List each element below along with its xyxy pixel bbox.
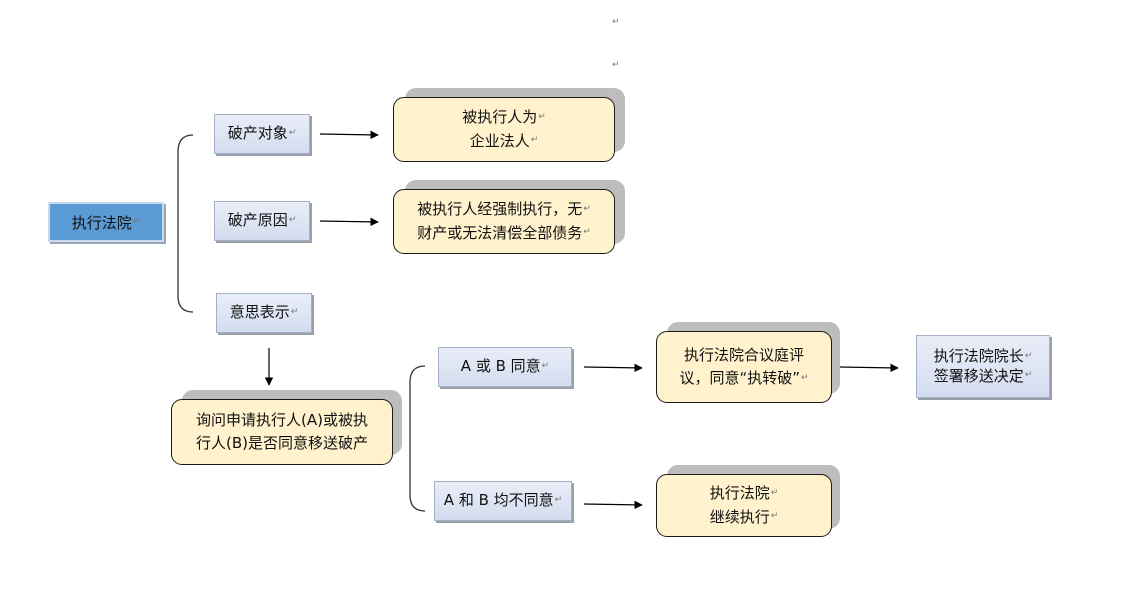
debtor-line-1: 被执行人为 — [462, 108, 538, 127]
arrow-object-to-debtor — [319, 130, 379, 140]
inquire-consent-node: 询问申请执行人(A)或被执 行人(B)是否同意移送破产 — [171, 399, 393, 465]
lower-brace — [409, 365, 426, 512]
bankruptcy-object-label: 破产对象 — [227, 124, 288, 143]
debtor-line-2: 企业法人 — [469, 131, 530, 150]
collegial-panel-node: 执行法院合议庭评 议，同意“执转破”↵ — [656, 331, 832, 403]
bankruptcy-reason-node: 破产原因↵ — [214, 201, 310, 241]
continue-line-1: 执行法院 — [709, 484, 770, 503]
arrow-reason-to-insolvent — [319, 217, 379, 227]
president-line-2: 签署移送决定 — [933, 366, 1024, 385]
left-brace — [177, 134, 194, 313]
continue-execution-node: 执行法院↵ 继续执行↵ — [656, 474, 832, 537]
inquire-line-2: 行人(B)是否同意移送破产 — [196, 434, 368, 452]
a-and-b-disagree-label: A 和 B 均不同意 — [443, 491, 554, 510]
continue-line-2: 继续执行 — [709, 507, 770, 526]
intent-label: 意思表示 — [229, 303, 290, 322]
bankruptcy-reason-label: 破产原因 — [227, 211, 288, 230]
a-and-b-disagree-node: A 和 B 均不同意↵ — [434, 481, 572, 521]
bankruptcy-object-node: 破产对象↵ — [214, 114, 310, 154]
arrow-agree-to-panel — [583, 363, 643, 373]
inquire-line-1: 询问申请执行人(A)或被执 — [196, 410, 368, 429]
insolvent-line-1: 被执行人经强制执行，无 — [417, 200, 583, 219]
court-label: 执行法院 — [71, 213, 132, 232]
a-or-b-agree-node: A 或 B 同意↵ — [438, 347, 572, 387]
panel-line-1: 执行法院合议庭评 — [683, 345, 804, 364]
arrow-panel-to-president — [839, 363, 899, 373]
a-or-b-agree-label: A 或 B 同意 — [460, 357, 541, 376]
debtor-enterprise-node: 被执行人为↵ 企业法人↵ — [393, 97, 615, 162]
intent-node: 意思表示↵ — [216, 293, 312, 333]
paragraph-mark: ↵ — [612, 17, 620, 27]
insolvency-reason-node: 被执行人经强制执行，无↵ 财产或无法清偿全部债务↵ — [393, 189, 615, 254]
court-president-node: 执行法院院长↵ 签署移送决定↵ — [916, 335, 1050, 398]
insolvent-line-2: 财产或无法清偿全部债务 — [417, 223, 583, 242]
court-node: 执行法院↵ — [48, 202, 164, 242]
arrow-disagree-to-continue — [583, 500, 643, 510]
paragraph-mark: ↵ — [612, 60, 620, 70]
panel-line-2: 议，同意“执转破” — [679, 369, 800, 387]
president-line-1: 执行法院院长 — [933, 347, 1024, 365]
